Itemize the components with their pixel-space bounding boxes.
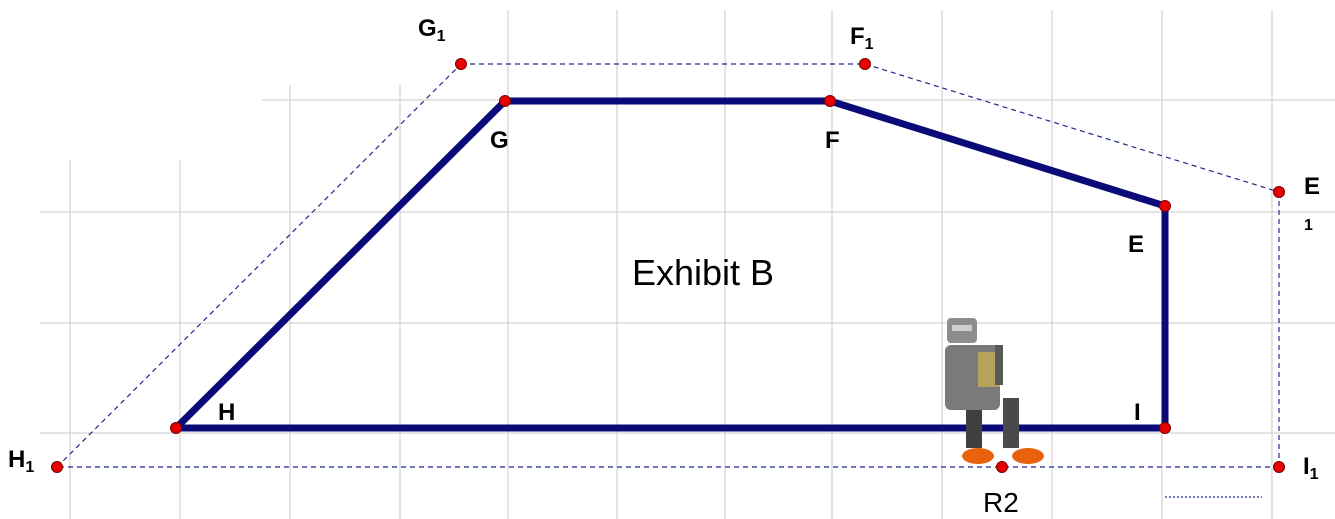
label-g: G: [490, 127, 509, 154]
original-vertices: [170, 95, 1171, 434]
vertex-g1: [455, 58, 467, 70]
edge-h-g: [172, 97, 509, 432]
vertex-r2: [996, 461, 1008, 473]
edge-f1-e1: [864, 63, 1280, 193]
label-i: I: [1134, 399, 1141, 426]
label-h: H: [218, 399, 235, 426]
original-polygon: [172, 97, 1169, 432]
vertex-e: [1159, 200, 1171, 212]
edge-f-e: [826, 97, 1169, 210]
vertex-h: [170, 422, 182, 434]
vertex-i1: [1273, 461, 1285, 473]
label-i1: I1: [1303, 453, 1319, 483]
exhibit-title: Exhibit B: [632, 252, 774, 293]
vertex-f1: [859, 58, 871, 70]
image-vertices: [51, 58, 1285, 473]
label-h1: H1: [8, 446, 34, 476]
vertex-e1: [1273, 186, 1285, 198]
label-r2: R2: [983, 487, 1019, 518]
label-f: F: [825, 127, 840, 154]
vertex-h1: [51, 461, 63, 473]
vertex-g: [499, 95, 511, 107]
vertex-f: [824, 95, 836, 107]
label-f1: F1: [850, 23, 874, 53]
label-g1: G1: [418, 15, 446, 45]
robot-icon: [945, 318, 1044, 464]
label-e: E: [1128, 231, 1144, 258]
vertex-i: [1159, 422, 1171, 434]
image-polygon: [56, 63, 1280, 498]
